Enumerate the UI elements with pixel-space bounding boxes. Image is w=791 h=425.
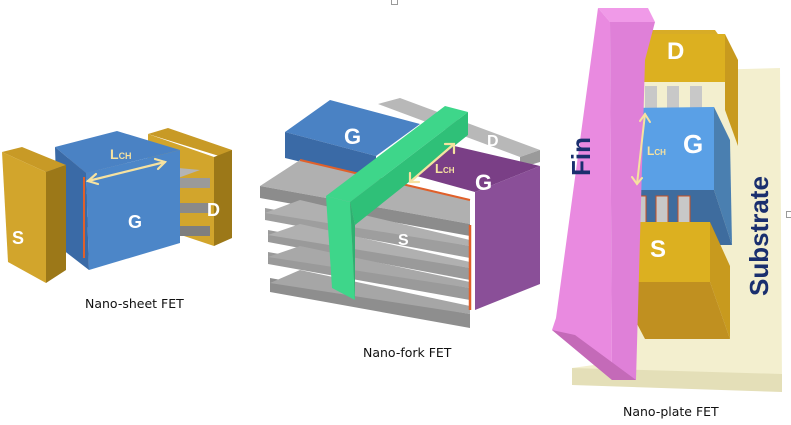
nanoplate-fin-label: Fin [566, 137, 596, 176]
nanosheet-caption: Nano-sheet FET [85, 296, 184, 311]
nanoplate-substrate-label: Substrate [744, 176, 774, 296]
nanosheet-source-label: S [12, 228, 25, 248]
nanosheet-lch-arrow [85, 157, 168, 186]
nanofork-caption: Nano-fork FET [363, 345, 452, 360]
nanofork-source-label: S [398, 232, 409, 249]
nanoplate-source-label: S [650, 236, 667, 263]
selection-handle-right[interactable] [786, 211, 791, 218]
selection-handle-top[interactable] [391, 0, 398, 5]
nanosheet-lch-label: LCH [110, 146, 132, 162]
nanoplate-gate-label: G [683, 129, 704, 159]
nanoplate-caption: Nano-plate FET [623, 404, 719, 419]
nanosheet-source-contact [2, 147, 66, 283]
nanofork-gate-left-label: G [344, 124, 362, 149]
nanoplate-drain-label: D [667, 38, 685, 65]
nanosheet-gate-label: G [128, 212, 143, 232]
nanosheet-drain-label: D [207, 200, 220, 220]
nanofork-drain-label: D [487, 133, 499, 150]
nanofork-lch-label: LCH [435, 161, 455, 176]
nanoplate-lch-label: LCH [647, 144, 666, 158]
nanofork-gate-right-label: G [475, 170, 493, 195]
